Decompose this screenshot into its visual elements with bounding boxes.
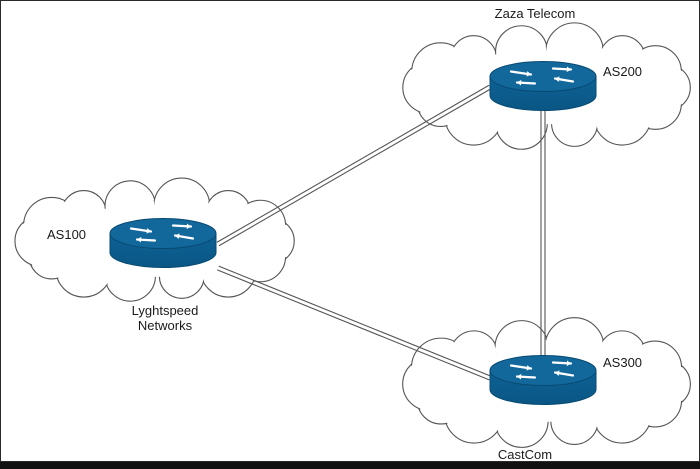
network-name-line: Lyghtspeed	[131, 303, 199, 318]
network-name-line: Zaza Telecom	[494, 6, 576, 21]
router-icon	[489, 355, 597, 405]
as-label-as100: AS100	[47, 227, 87, 242]
router-icon	[109, 218, 217, 268]
network-name-line: CastCom	[497, 447, 553, 462]
link-as100-as300	[217, 265, 491, 381]
network-name-as100: Lyghtspeed Networks	[110, 303, 220, 333]
cloud-as100	[14, 177, 295, 302]
network-name-line: Networks	[137, 318, 193, 333]
network-name-as200: Zaza Telecom	[470, 6, 600, 21]
link-as100-as200	[216, 84, 492, 247]
as-label-as200: AS200	[603, 64, 643, 79]
network-name-as300: CastCom	[490, 447, 560, 462]
bottom-bar	[0, 462, 700, 469]
router-icon	[489, 61, 597, 111]
link-as200-as300	[540, 110, 546, 357]
as-label-as300: AS300	[603, 355, 643, 370]
